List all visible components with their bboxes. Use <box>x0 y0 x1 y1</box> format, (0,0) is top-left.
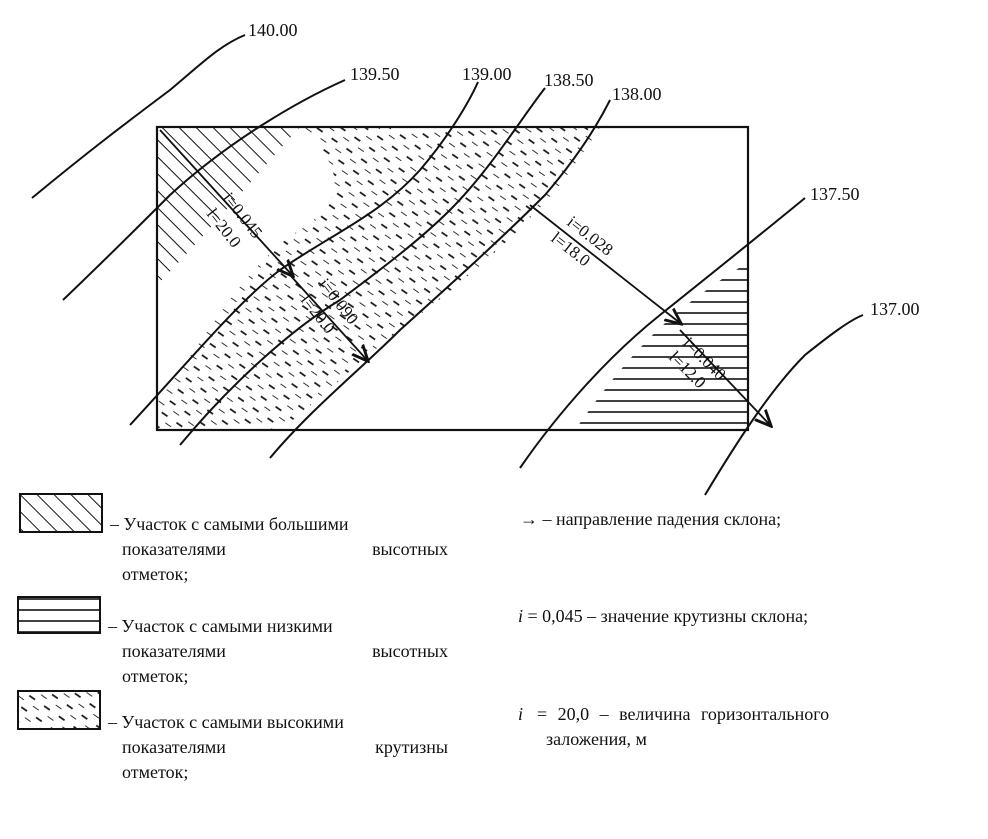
contour-line-139 <box>129 81 479 426</box>
legend-highest-line1: – Участок с самыми большими <box>110 514 349 534</box>
slope-symbol: i <box>518 606 524 626</box>
horizontal-symbol: i <box>518 704 524 724</box>
contour-line-137-5 <box>519 197 806 469</box>
note-arrow: → – направление падения склона; <box>520 507 781 532</box>
contour-label-138-5: 138.50 <box>544 70 594 90</box>
legend-highest-line3: отметок; <box>122 564 189 584</box>
legend-lowest-word2: высотных <box>372 641 448 661</box>
note-horizontal: i = 20,0 – величина горизонтального зало… <box>518 702 938 752</box>
legend-steepest-line1: – Участок с самыми высокими <box>108 712 344 732</box>
legend-item-steepest: – Участок с самыми высокими показателями… <box>108 710 448 785</box>
arrow-note-text: – направление падения склона; <box>542 509 782 529</box>
contour-line-140 <box>31 34 246 199</box>
legend-lowest-line1: – Участок с самыми низкими <box>108 616 333 636</box>
legend-item-highest: – Участок с самыми большими показателями… <box>110 512 448 587</box>
contour-line-138 <box>269 99 611 459</box>
contour-line-139-5 <box>62 79 346 301</box>
legend-steepest-word1: показателями <box>122 737 226 757</box>
contour-label-137: 137.00 <box>870 299 920 319</box>
contour-line-138-5 <box>179 87 546 446</box>
legend-swatch-highest <box>19 493 103 533</box>
contour-line-137 <box>704 314 864 496</box>
slope-arrow-2 <box>289 274 367 360</box>
note-slope: i = 0,045 – значение крутизны склона; <box>518 604 808 629</box>
contour-label-138: 138.00 <box>612 84 662 104</box>
contour-label-137-5: 137.50 <box>810 184 860 204</box>
slope-arrow-3 <box>529 204 680 323</box>
contour-label-139-5: 139.50 <box>350 64 400 84</box>
legend-lowest-line3: отметок; <box>122 666 189 686</box>
contour-label-139: 139.00 <box>462 64 512 84</box>
horizontal-note-text-1: = 20,0 – величина горизонтального <box>537 704 830 724</box>
legend-swatch-steepest <box>17 690 101 730</box>
legend-highest-word1: показателями <box>122 539 226 559</box>
slope-arrow-4 <box>679 329 770 425</box>
legend-highest-word2: высотных <box>372 539 448 559</box>
legend-item-lowest: – Участок с самыми низкими показателями … <box>108 614 448 689</box>
legend-lowest-word1: показателями <box>122 641 226 661</box>
arrow-symbol: → <box>520 509 538 529</box>
slope-note-text: = 0,045 – значение крутизны склона; <box>527 606 809 626</box>
zone-lowest-elevation <box>575 263 748 430</box>
legend-steepest-word2: крутизны <box>375 737 448 757</box>
contour-label-140: 140.00 <box>248 20 298 40</box>
legend-swatch-lowest <box>17 596 101 634</box>
horizontal-note-text-2: заложения, м <box>546 729 647 749</box>
legend-steepest-line3: отметок; <box>122 762 189 782</box>
slope-arrow-1 <box>159 129 292 275</box>
